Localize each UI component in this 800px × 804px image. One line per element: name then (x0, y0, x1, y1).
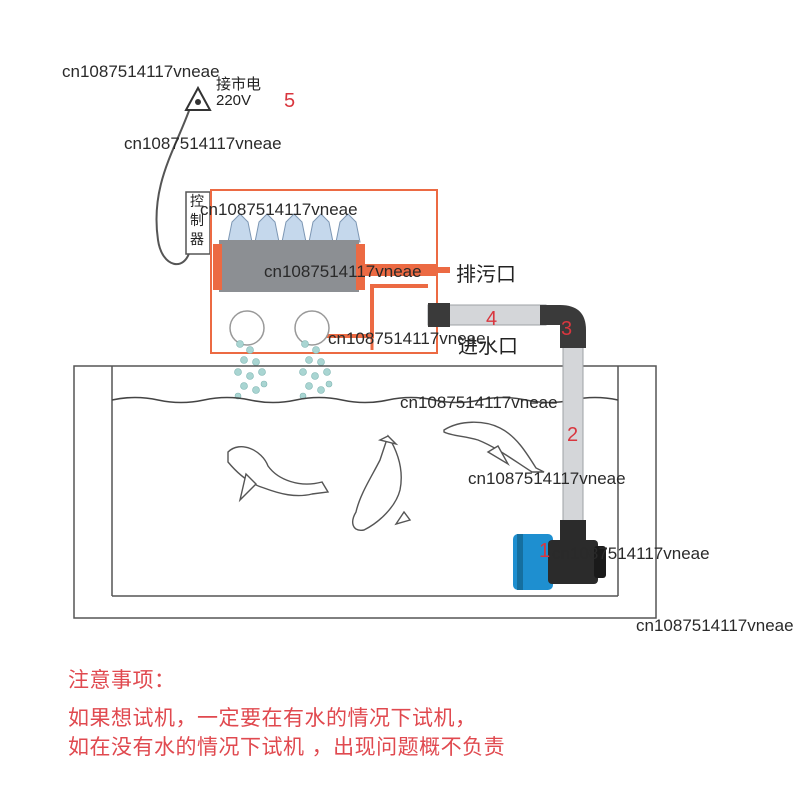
watermark: cn1087514117vneae (468, 469, 626, 488)
watermark: cn1087514117vneae (400, 393, 558, 412)
notes-line-1: 如果想试机，一定要在有水的情况下试机， (68, 706, 477, 730)
koi-fish-right (443, 421, 545, 473)
power-cord (155, 107, 191, 266)
number-1: 1 (539, 540, 551, 562)
pump (513, 520, 606, 590)
watermark: cn1087514117vneae (636, 616, 794, 635)
water-surface (111, 396, 619, 404)
water-inlet-label: 进水口 (458, 334, 518, 358)
koi-fish-left (227, 446, 330, 503)
sprinkler-right (294, 310, 330, 346)
pipe-elbow (540, 305, 586, 348)
water-drops (234, 340, 333, 400)
sprinkler-left (229, 310, 265, 346)
watermark: cn1087514117vneae (328, 329, 486, 348)
filter-media (219, 240, 359, 292)
koi-fish-center (352, 434, 412, 531)
controller-label: 控制器 (190, 194, 204, 248)
watermark: cn1087514117vneae (264, 262, 422, 281)
drain-outlet-label: 排污口 (456, 262, 516, 286)
number-5: 5 (284, 90, 296, 112)
power-plug-icon (184, 85, 212, 111)
uv-bulbs (227, 213, 361, 243)
number-2: 2 (567, 424, 579, 446)
watermark: cn1087514117vneae (200, 200, 358, 219)
drain-pipe (365, 264, 437, 276)
fish-tank (73, 365, 657, 619)
controller-box (185, 191, 211, 255)
power-label: 接市电 (216, 75, 262, 93)
watermark: cn1087514117vneae (552, 544, 710, 563)
number-3: 3 (561, 318, 573, 340)
watermark: cn1087514117vneae (124, 134, 282, 153)
number-4: 4 (486, 308, 498, 330)
voltage-label: 220V (216, 92, 252, 109)
notes-title: 注意事项： (68, 668, 176, 692)
watermark: cn1087514117vneae (62, 62, 220, 81)
notes-line-2: 如在没有水的情况下试机 ，出现问题概不负责 (68, 735, 506, 759)
